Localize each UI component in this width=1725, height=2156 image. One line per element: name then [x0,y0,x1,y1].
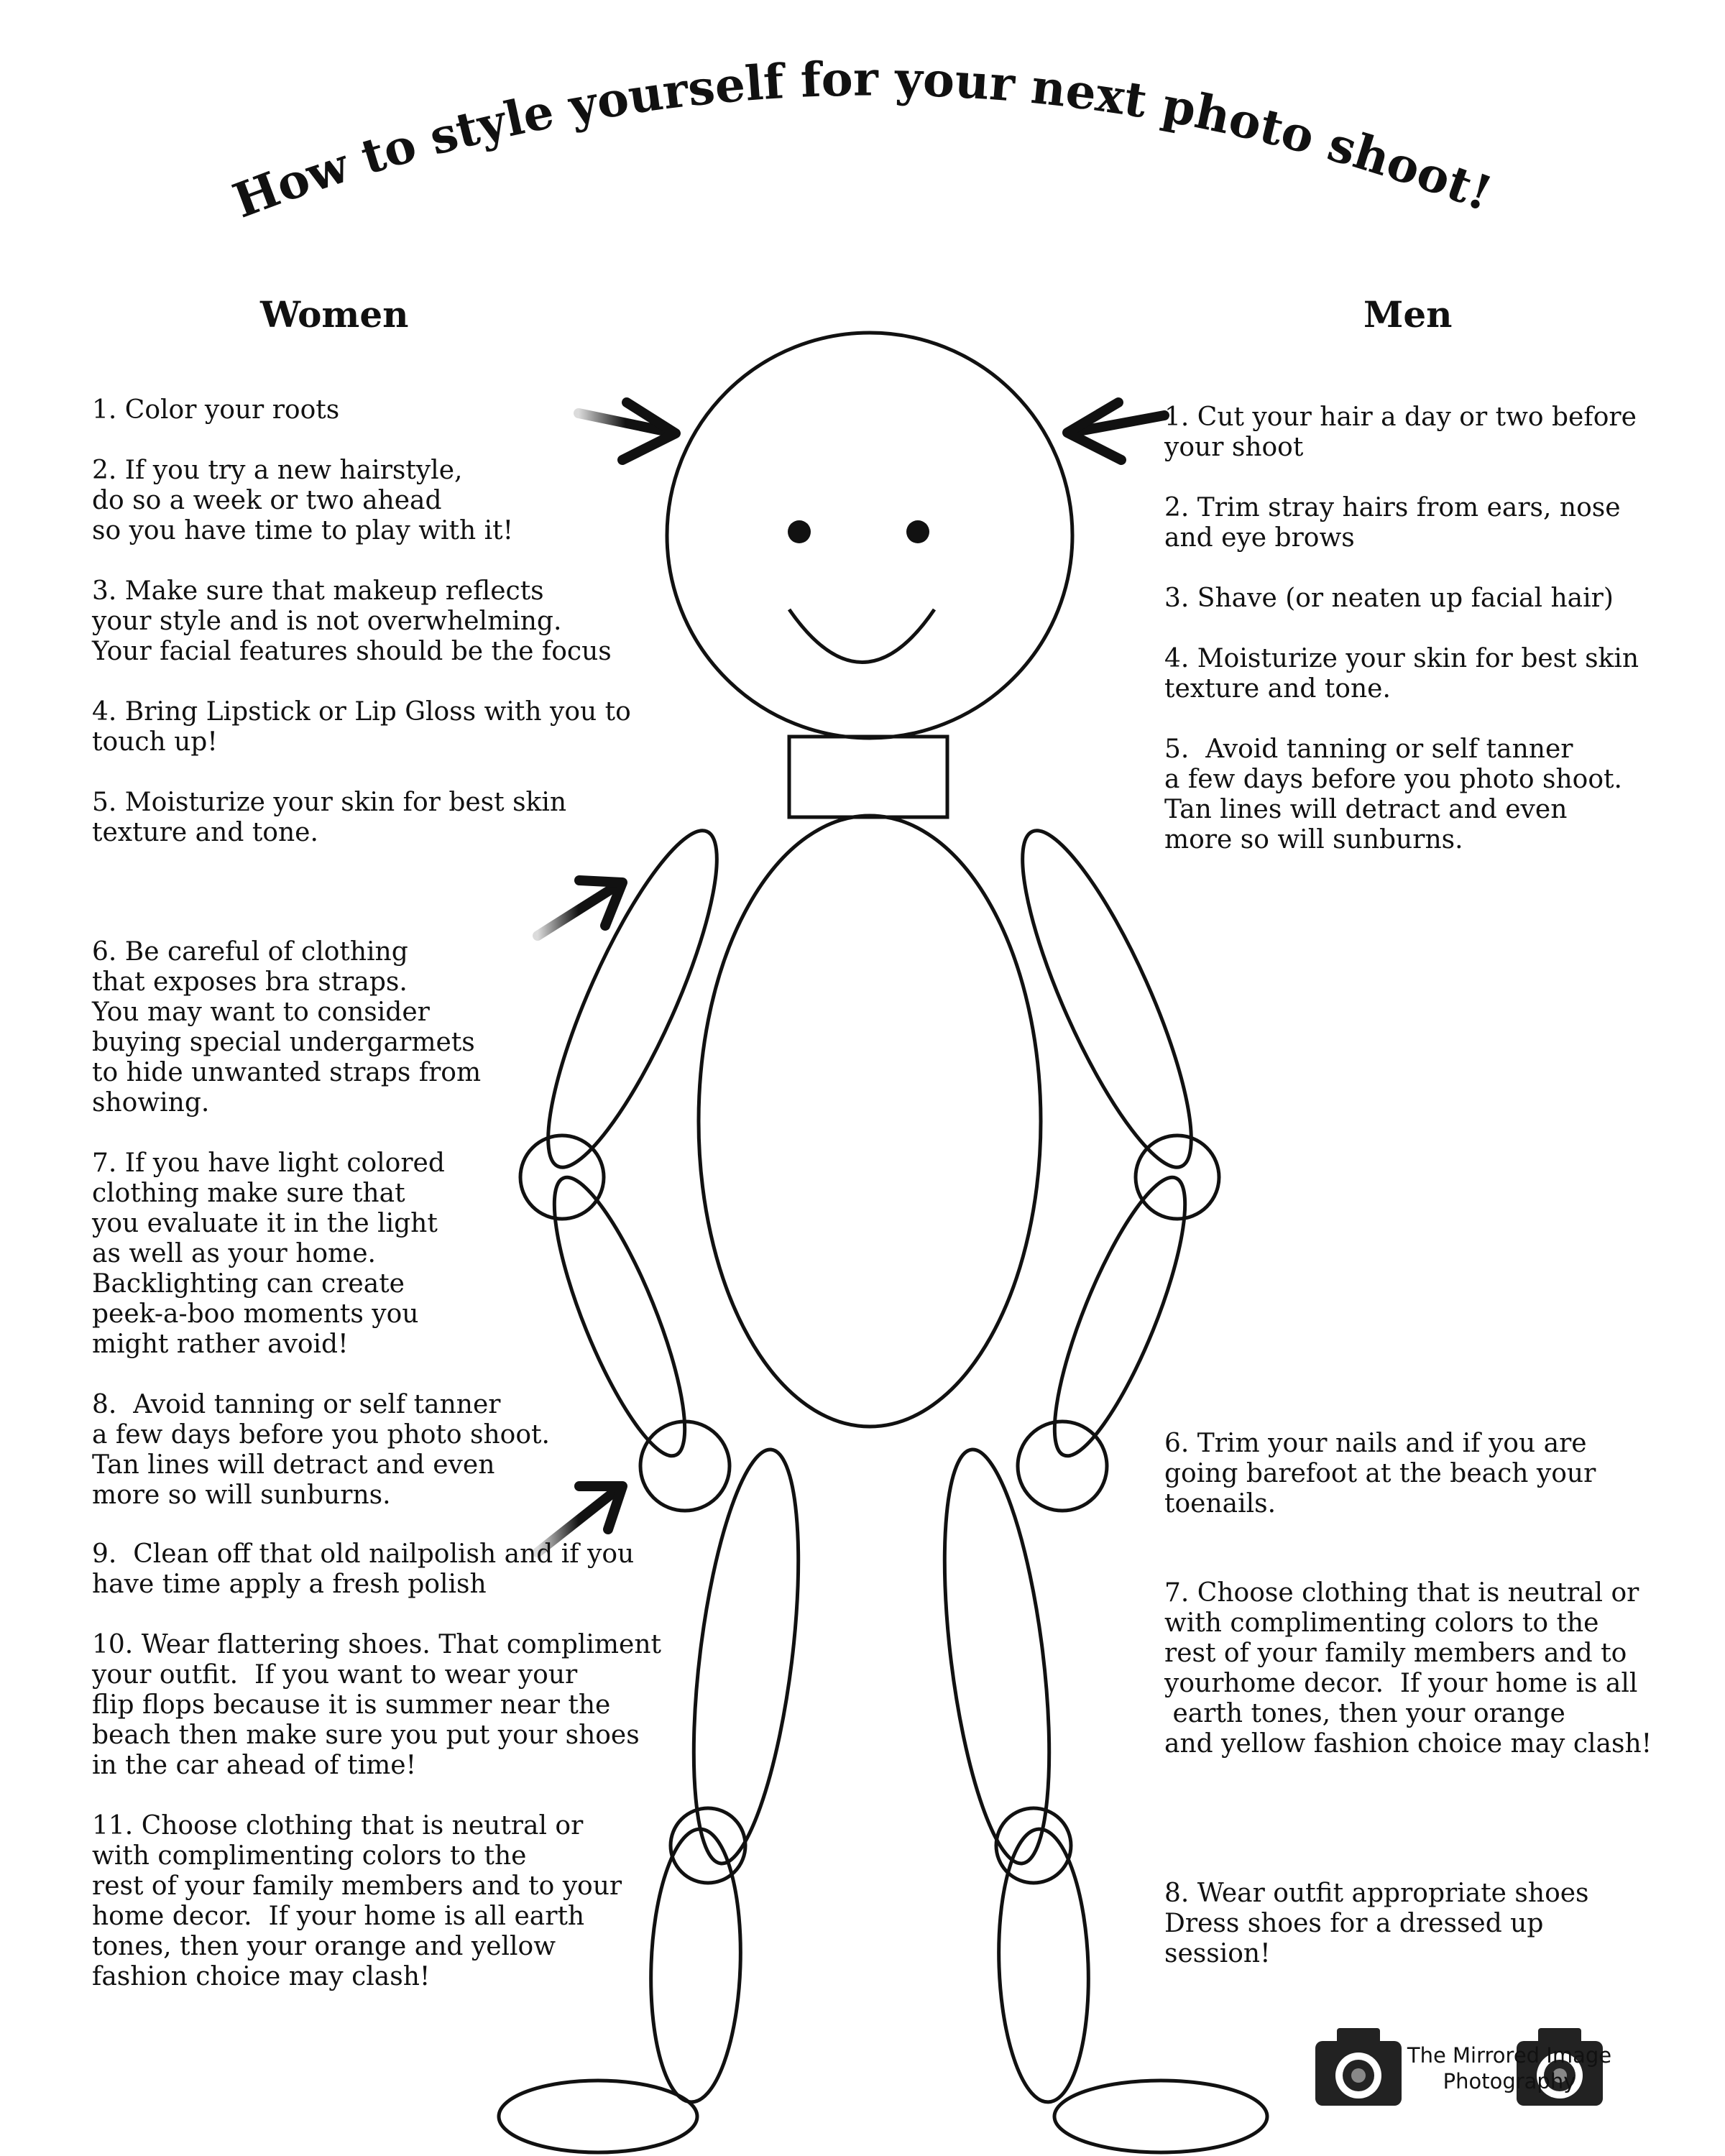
logo-line-2: Photography [1443,2069,1576,2093]
figure-left-knee [668,1806,748,1885]
women-tip: 6. Be careful of clothing that exposes b… [92,937,482,1118]
arrow-to-shoulder [533,875,627,941]
women-tip: 10. Wear flattering shoes. That complime… [92,1630,661,1780]
figure-left-hand [638,1419,732,1513]
figure-left-foot [497,2078,699,2155]
men-tip: 4. Moisturize your skin for best skin te… [1164,644,1639,704]
figure-left-thigh [691,1447,801,1866]
women-tip: 9. Clean off that old nailpolish and if … [92,1539,635,1599]
women-tip: 8. Avoid tanning or self tanner a few da… [92,1390,550,1510]
figure-head [665,331,1075,740]
women-tip: 7. If you have light colored clothing ma… [92,1148,445,1359]
women-tip: 4. Bring Lipstick or Lip Gloss with you … [92,697,631,757]
figure-right-eye [906,520,929,543]
men-tip: 6. Trim your nails and if you are going … [1164,1429,1596,1519]
figure-right-foot [1052,2078,1269,2155]
logo-text: The Mirrored Image Photography [1402,2042,1617,2094]
figure-right-thigh [942,1447,1052,1866]
figure-left-eye [788,520,811,543]
figure-right-forearm [1052,1175,1187,1458]
figure-right-elbow [1133,1133,1221,1221]
men-tip: 1. Cut your hair a day or two before you… [1164,402,1637,462]
camera-icon [1315,2028,1402,2106]
men-tip: 5. Avoid tanning or self tanner a few da… [1164,734,1622,854]
men-tip: 3. Shave (or neaten up facial hair) [1164,584,1614,613]
men-heading: Men [1363,293,1453,336]
arrow-to-head-left [574,397,681,465]
arrow-to-head-right [1062,397,1169,465]
figure-left-shin [649,1827,742,2104]
men-tip: 7. Choose clothing that is neutral or wi… [1164,1578,1652,1759]
figure-torso [696,814,1043,1429]
figure-left-forearm [552,1175,687,1458]
men-tip: 8. Wear outfit appropriate shoes Dress s… [1164,1879,1589,1968]
figure-right-hand [1016,1419,1109,1513]
figure-neck [787,734,949,819]
figure-right-knee [994,1806,1073,1885]
women-tip: 3. Make sure that makeup reflects your s… [92,576,612,666]
women-tip: 1. Color your roots [92,395,340,425]
women-tip: 2. If you try a new hairstyle, do so a w… [92,456,514,545]
logo-line-1: The Mirrored Image [1407,2043,1612,2068]
figure-left-upper-arm [546,829,719,1169]
figure-smile [787,608,937,664]
camera-icon-mirrored [1517,2028,1603,2106]
figure-right-upper-arm [1021,829,1193,1169]
figure-right-shin [997,1827,1090,2104]
women-heading: Women [260,293,409,336]
logo-graphic [1315,2028,1603,2106]
arrow-to-hand [533,1481,627,1557]
men-tip: 2. Trim stray hairs from ears, nose and … [1164,493,1621,553]
women-tip: 5. Moisturize your skin for best skin te… [92,788,567,847]
title-banner: How to style yourself for your next phot… [226,50,1499,229]
figure-left-elbow [518,1133,606,1221]
women-tip: 11. Choose clothing that is neutral or w… [92,1811,622,1991]
